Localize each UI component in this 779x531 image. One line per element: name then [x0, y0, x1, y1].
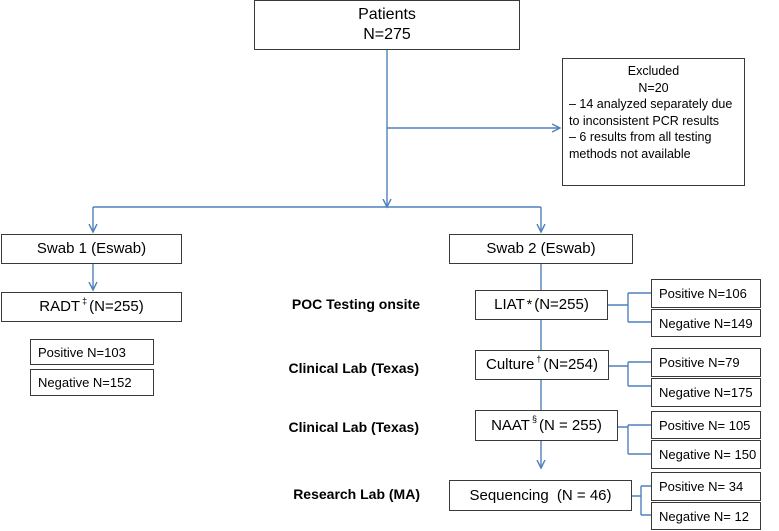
- naat-negative: Negative N= 150: [659, 447, 757, 462]
- culture-negative-box: Negative N=175: [651, 378, 761, 407]
- culture-positive-box: Positive N=79: [651, 348, 761, 377]
- patients-title: Patients: [358, 6, 416, 23]
- sequencing-count: (N = 46): [556, 486, 612, 504]
- radt-positive: Positive N=103: [38, 344, 126, 360]
- liat-negative-box: Negative N=149: [651, 309, 761, 337]
- swab1-label: Swab 1 (Eswab): [36, 240, 147, 258]
- naat-footnote-mark: §: [531, 414, 537, 425]
- swab1-box: Swab 1 (Eswab): [1, 234, 182, 264]
- stage-location-clinical-naat: Clinical Lab (Texas): [288, 419, 419, 435]
- stage-location-clinical-culture: Clinical Lab (Texas): [288, 360, 419, 376]
- radt-name: RADT: [39, 298, 81, 316]
- radt-negative: Negative N=152: [38, 375, 132, 390]
- culture-negative: Negative N=175: [659, 385, 753, 400]
- radt-box: RADT‡(N=255): [1, 292, 182, 322]
- naat-box: NAAT§(N = 255): [475, 410, 618, 441]
- excluded-title: Excluded: [627, 64, 680, 78]
- sequencing-name: Sequencing: [469, 486, 549, 504]
- stage-location-research: Research Lab (MA): [293, 486, 420, 502]
- sequencing-negative: Negative N= 12: [659, 508, 749, 524]
- culture-positive: Positive N=79: [659, 355, 740, 370]
- naat-negative-box: Negative N= 150: [651, 440, 761, 469]
- liat-count: (N=255): [534, 296, 589, 314]
- liat-box: LIAT*(N=255): [475, 290, 608, 320]
- sequencing-box: Sequencing (N = 46): [449, 480, 632, 511]
- culture-name: Culture: [486, 356, 535, 374]
- liat-positive: Positive N=106: [659, 286, 747, 301]
- sequencing-negative-box: Negative N= 12: [651, 502, 761, 530]
- sequencing-positive: Positive N= 34: [659, 479, 744, 494]
- liat-name: LIAT: [494, 296, 525, 314]
- culture-footnote-mark: †: [536, 353, 542, 364]
- naat-positive: Positive N= 105: [659, 417, 751, 433]
- excluded-count: N=20: [638, 80, 669, 95]
- excluded-box: Excluded N=20 – 14 analyzed separately d…: [562, 58, 745, 186]
- culture-box: Culture†(N=254): [475, 350, 609, 380]
- liat-negative: Negative N=149: [659, 315, 753, 331]
- liat-footnote-mark: *: [526, 295, 533, 312]
- swab2-label: Swab 2 (Eswab): [486, 240, 596, 258]
- naat-name: NAAT: [491, 416, 530, 434]
- excluded-reason-2: – 6 results from all testing methods not…: [569, 130, 712, 161]
- radt-negative-box: Negative N=152: [30, 369, 154, 396]
- culture-count: (N=254): [543, 356, 598, 374]
- liat-positive-box: Positive N=106: [651, 279, 761, 308]
- swab2-box: Swab 2 (Eswab): [449, 234, 633, 264]
- naat-count: (N = 255): [538, 416, 602, 434]
- radt-count: (N=255): [89, 298, 144, 316]
- radt-positive-box: Positive N=103: [30, 339, 154, 365]
- radt-footnote-mark: ‡: [82, 295, 88, 306]
- sequencing-positive-box: Positive N= 34: [651, 472, 761, 501]
- naat-positive-box: Positive N= 105: [651, 411, 761, 439]
- stage-location-poc: POC Testing onsite: [291, 296, 420, 312]
- patients-box: Patients N=275: [254, 0, 520, 50]
- excluded-reason-1: – 14 analyzed separately due to inconsis…: [569, 97, 733, 128]
- patients-count: N=275: [363, 26, 411, 43]
